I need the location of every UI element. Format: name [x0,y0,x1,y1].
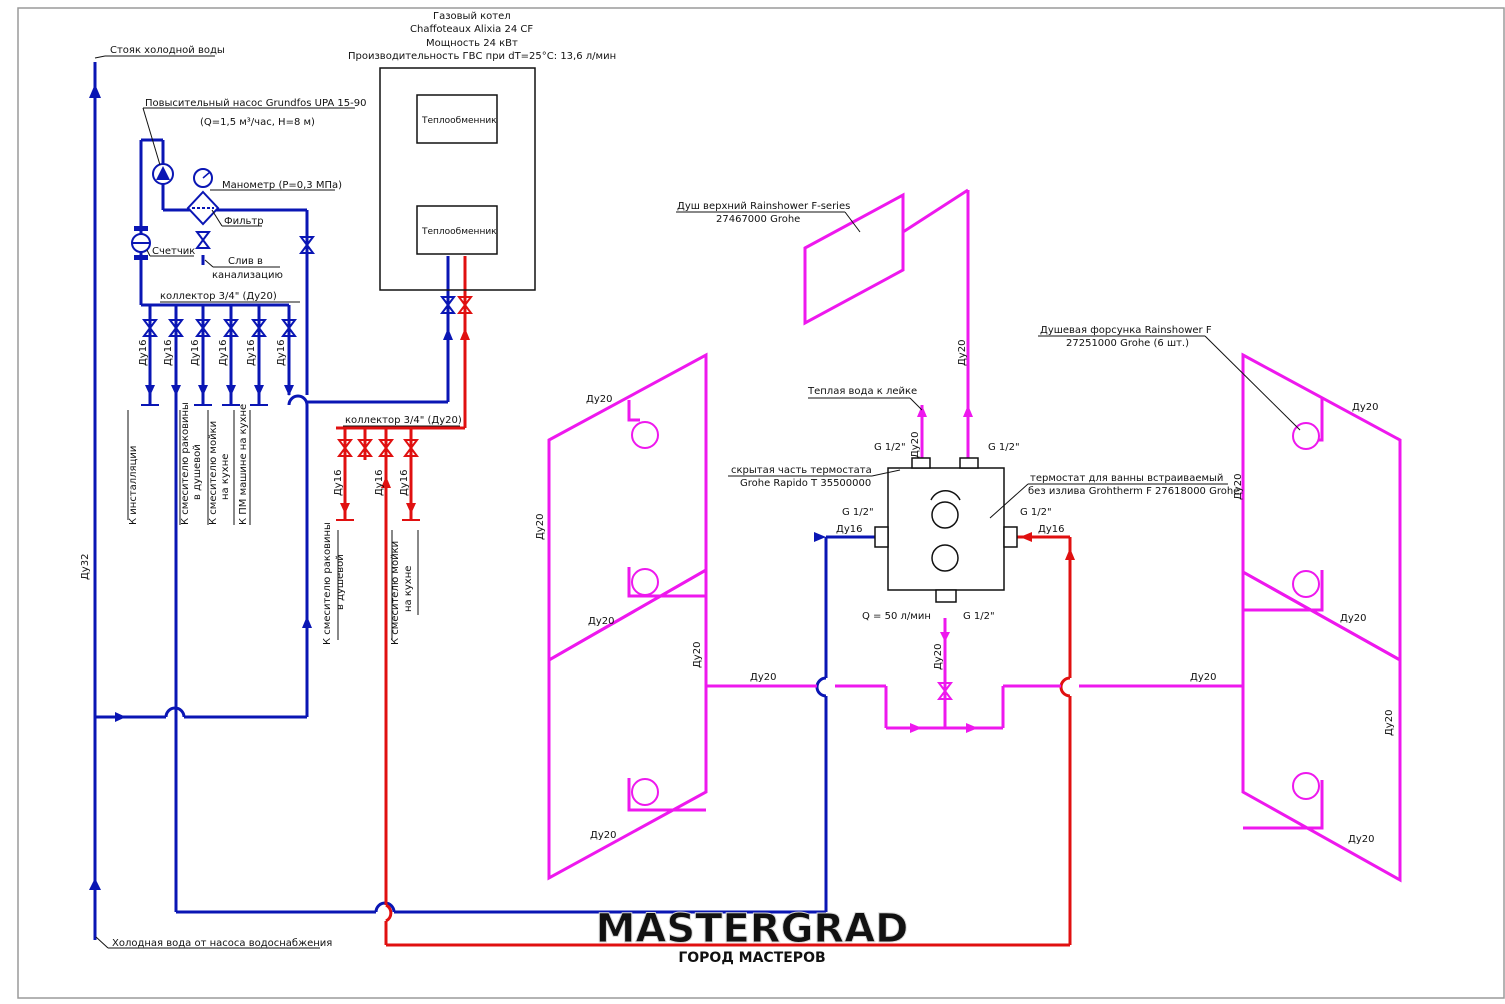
cold-outlet-kitchen-sink-1: К смесителю мойки [208,421,219,525]
dn20-head: Ду20 [957,340,968,366]
cold-outlet-shower-basin-2: в душевой [192,444,203,500]
thermostat-body-2: без излива Grohtherm F 27618000 Grohe [1028,486,1239,497]
dn20-lp-5: Ду20 [590,830,616,841]
drain-label-1: Слив в [228,256,263,267]
gauge-icon [193,168,213,188]
boiler-dhw: Производительность ГВС при dT=25°С: 13,6… [348,51,616,62]
pump-label-1: Повысительный насос Grundfos UPA 15-90 [145,98,366,109]
drawing-frame [17,7,1505,999]
hot-outlet-shower-1: К смесителю раковины [322,522,333,645]
dn20-lp-3: Ду20 [588,616,614,627]
hot-water-network [336,256,1072,947]
leader-lines [94,55,1301,949]
pump-label-2: (Q=1,5 м³/час, H=8 м) [200,117,315,128]
hot-outlet-kitchen-1: К смесителю мойки [390,541,401,645]
pump-icon [152,163,174,185]
mixed-outlets [631,421,1320,806]
cold-dn-3: Ду16 [190,340,201,366]
g-bottom: G 1/2" [963,611,995,622]
drain-label-2: канализацию [212,270,283,281]
dn20-rp-5: Ду20 [1348,834,1374,845]
rain-shower-head [803,192,905,326]
flow-label: Q = 50 л/мин [862,611,931,622]
dn20-rp-2: Ду20 [1233,474,1244,500]
cold-riser-label: Стояк холодной воды [110,45,225,56]
dn20-mid-right: Ду20 [1190,672,1216,683]
cold-dn-4: Ду16 [218,340,229,366]
thermostat-body-1: термостат для ванны встраиваемый [1030,473,1223,484]
filter-icon [186,190,220,226]
cold-outlet-dishwasher: К ПМ машине на кухне [238,404,249,525]
dn16-thermo-right: Ду16 [1038,524,1064,535]
dn20-mid-left: Ду20 [750,672,776,683]
boiler-model: Chaffoteaux Alixia 24 CF [410,24,533,35]
cold-dn-6: Ду16 [276,340,287,366]
dn20-lp-1: Ду20 [586,394,612,405]
heat-exchanger-2: Теплообменник [421,227,497,237]
dn16-thermo-left: Ду16 [836,524,862,535]
gauge-label: Манометр (P=0,3 МПа) [222,180,342,191]
hot-flow-arrows [340,328,1075,560]
cold-outlet-shower-basin-1: К смесителю раковины [180,402,191,525]
gas-boiler [379,67,536,291]
g-top-left: G 1/2" [874,442,906,453]
hot-outlet-shower-2: в душевой [335,554,346,610]
cold-dn-1: Ду16 [138,340,149,366]
dn20-bottom: Ду20 [933,644,944,670]
hot-outlet-kitchen-2: на кухне [403,566,414,612]
hot-collector-label: коллектор 3/4" (Ду20) [345,415,462,426]
boiler-power: Мощность 24 кВт [426,38,518,49]
cold-flow-arrows [89,84,826,890]
hot-valves [337,296,473,457]
labels: Стояк холодной воды Холодная вода от нас… [80,11,1395,966]
hot-dn-1: Ду16 [333,470,344,496]
jets-label-2: 27251000 Grohe (6 шт.) [1066,338,1189,349]
cold-dn-5: Ду16 [246,340,257,366]
thermostat [874,457,1018,603]
cold-valves [142,231,456,337]
mixed-flow-arrows [910,405,978,733]
dn20-rp-4: Ду20 [1384,710,1395,736]
cold-collector-label: коллектор 3/4" (Ду20) [160,291,277,302]
thermostat-hidden-1: скрытая часть термостата [731,465,872,476]
g-right: G 1/2" [1020,507,1052,518]
heat-exchanger-1: Теплообменник [421,116,497,126]
thermostat-hidden-2: Grohe Rapido T 35500000 [740,478,871,489]
jets-label-1: Душевая форсунка Rainshower F [1040,325,1212,336]
dn20-hand: Ду20 [910,432,921,458]
watermark-main: MASTERGRAD [596,906,909,952]
cold-dn-2: Ду16 [163,340,174,366]
cold-outlet-installation: К инсталляции [128,446,139,525]
shower-head-label-2: 27467000 Grohe [716,214,800,225]
dn20-rp-1: Ду20 [1352,402,1378,413]
warm-to-hand-label: Теплая вода к лейке [807,386,917,397]
g-top-right: G 1/2" [988,442,1020,453]
dn20-lp-4: Ду20 [692,642,703,668]
main-dn-label: Ду32 [80,554,91,580]
watermark-sub: ГОРОД МАСТЕРОВ [678,950,825,966]
dn20-rp-3: Ду20 [1340,613,1366,624]
water-meter-icon [131,226,151,260]
dn20-lp-2: Ду20 [535,514,546,540]
g-left: G 1/2" [842,507,874,518]
cold-from-pump-label: Холодная вода от насоса водоснабжения [112,938,332,949]
shower-head-label-1: Душ верхний Rainshower F-series [677,201,850,212]
mixed-water-network [547,188,1402,883]
boiler-title: Газовый котел [433,11,511,22]
hot-dn-2: Ду16 [374,470,385,496]
cold-outlet-kitchen-sink-2: на кухне [220,454,231,500]
meter-label: Счетчик [152,246,195,257]
hot-dn-3: Ду16 [399,470,410,496]
filter-label: Фильтр [224,216,264,227]
